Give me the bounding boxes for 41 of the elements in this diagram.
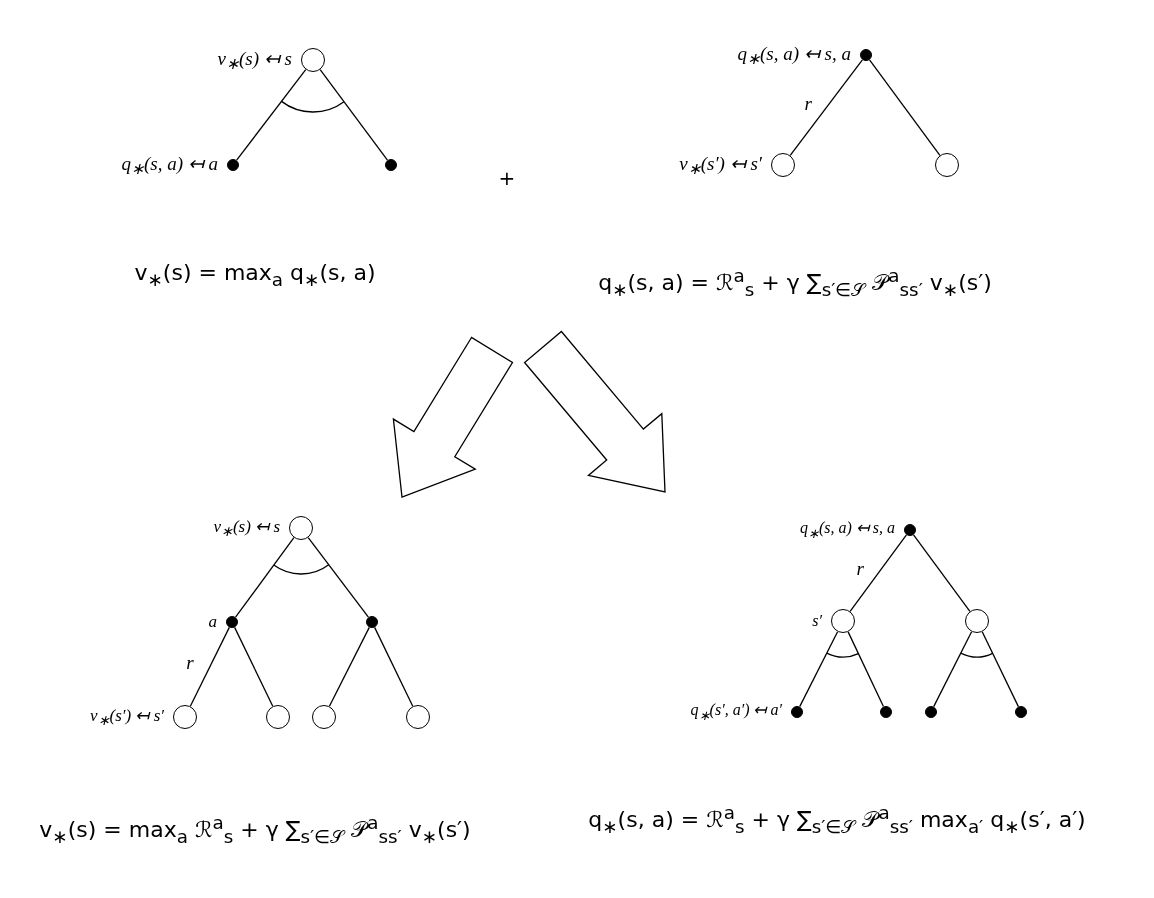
filled-dot (925, 706, 937, 718)
filled-dot (385, 159, 397, 171)
open-circle (965, 609, 989, 633)
node-label: q$_{∗}$(s, a) ↤ a (121, 151, 218, 179)
filled-dot (1015, 706, 1027, 718)
connector-line (981, 631, 1020, 708)
connector-line (189, 626, 230, 707)
connector-line (233, 626, 274, 707)
connector-line (912, 534, 971, 612)
node-label: q$_{∗}$(s′, a′) ↤ a′ (690, 700, 782, 724)
node-label: q$_{∗}$(s, a) ↤ s, a (799, 518, 895, 542)
node-label: v$_{∗}$(s) ↤ s (213, 515, 280, 541)
connector-line (799, 631, 839, 708)
equation: v$_{∗}$(s) = max$_{a}$ ℛ$^{a}$$_{s}$ + γ ∑$_{s′∈𝒮}$ 𝒫$^{a}$$_{ss′}$ v$_{∗}$(s′) (39, 812, 471, 848)
node-label: v$_{∗}$(s) ↤ s (217, 46, 292, 74)
open-circle (935, 153, 959, 177)
connector-line (868, 59, 941, 156)
node-label: v$_{∗}$(s′) ↤ s′ (89, 704, 164, 730)
connector-line (849, 534, 908, 612)
equation: v$_{∗}$(s) = max$_{a}$ q$_{∗}$(s, a) (134, 260, 376, 290)
connector-line (847, 631, 885, 708)
open-circle (406, 705, 430, 729)
connector-line (236, 68, 307, 161)
connector-line (328, 626, 370, 707)
equation: q$_{∗}$(s, a) = ℛ$^{a}$$_{s}$ + γ ∑$_{s′∈𝒮}$ 𝒫$^{a}$$_{ss′}$ max$_{a′}$ q$_{∗}$(s′, a′) (588, 802, 1086, 838)
node-label: a (208, 612, 217, 632)
connector-line (234, 537, 295, 618)
connector-line (307, 536, 370, 618)
connector-line (373, 626, 414, 707)
open-circle (266, 705, 290, 729)
node-label: q$_{∗}$(s, a) ↤ s, a (737, 41, 851, 69)
plus-sign: + (498, 166, 516, 190)
equation: q$_{∗}$(s, a) = ℛ$^{a}$$_{s}$ + γ ∑$_{s′∈𝒮}$ 𝒫$^{a}$$_{ss′}$ v$_{∗}$(s′) (598, 265, 992, 301)
connector-line (933, 631, 973, 708)
node-label: v$_{∗}$(s′) ↤ s′ (679, 151, 762, 179)
connector-line (789, 59, 864, 157)
node-label: s′ (812, 612, 822, 630)
filled-dot (366, 616, 378, 628)
connector-line (319, 68, 389, 161)
filled-dot (880, 706, 892, 718)
open-circle (312, 705, 336, 729)
